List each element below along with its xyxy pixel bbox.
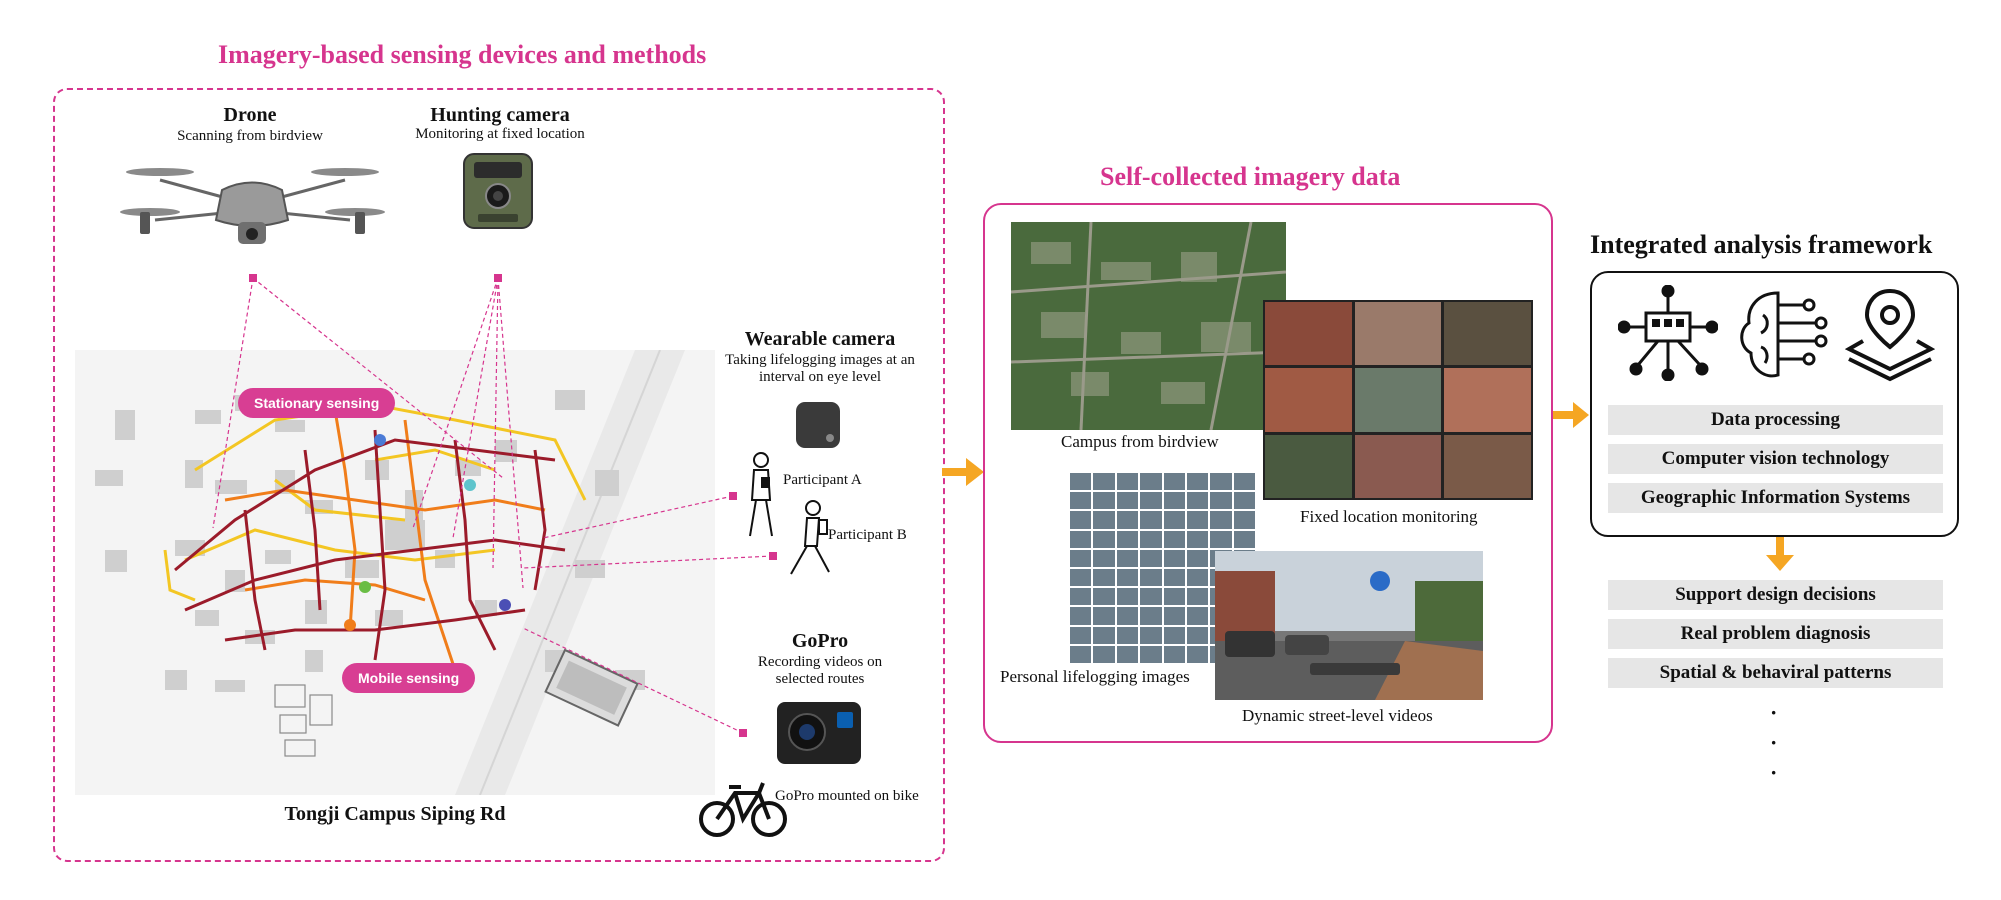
hunting-camera-icon	[462, 152, 534, 235]
wearable-camera-icon	[794, 400, 842, 455]
wearable-camera-title: Wearable camera	[744, 328, 896, 350]
hunting-camera-subtitle: Monitoring at fixed location	[415, 126, 585, 142]
method-data-processing: Data processing	[1608, 405, 1943, 435]
mobile-sensing-label: Mobile sensing	[342, 663, 476, 693]
brain-circuit-icon	[1733, 285, 1828, 390]
flowchart-icon	[1617, 284, 1719, 386]
framework-section-title: Integrated analysis framework	[1590, 230, 1933, 259]
stationary-sensing-label: Stationary sensing	[238, 388, 396, 418]
walking-person-icon	[785, 498, 835, 583]
birdview-image	[1011, 222, 1286, 430]
participant-b-label: Participant B	[828, 527, 907, 543]
map-pin-layers-icon	[1844, 285, 1936, 390]
bicycle-icon	[697, 777, 789, 844]
fixed-monitoring-caption: Fixed location monitoring	[1300, 507, 1478, 526]
gopro-subtitle: Recording videos on selected routes	[757, 654, 883, 687]
flow-arrow-down-icon	[1766, 537, 1794, 571]
participant-a-label: Participant A	[783, 472, 862, 488]
method-gis: Geographic Information Systems	[1608, 483, 1943, 513]
flow-arrow-right-icon	[1553, 402, 1589, 428]
outcome-design-decisions: Support design decisions	[1608, 580, 1943, 610]
flow-arrow-right-icon	[942, 458, 984, 486]
drone-title: Drone	[223, 104, 277, 126]
gopro-icon	[775, 700, 863, 771]
map-caption: Tongji Campus Siping Rd	[284, 803, 506, 825]
outcome-problem-diagnosis: Real problem diagnosis	[1608, 619, 1943, 649]
birdview-caption: Campus from birdview	[1061, 432, 1219, 451]
hunting-camera-title: Hunting camera	[430, 104, 570, 126]
framework-panel	[1590, 271, 1959, 537]
data-section-title: Self-collected imagery data	[1100, 162, 1401, 191]
ellipsis-dot: ·	[1770, 760, 1778, 785]
leader-lines	[212, 274, 777, 737]
walking-person-icon	[744, 450, 778, 545]
outcome-spatial-patterns: Spatial & behaviral patterns	[1608, 658, 1943, 688]
method-computer-vision: Computer vision technology	[1608, 444, 1943, 474]
bike-label: GoPro mounted on bike	[775, 788, 919, 804]
drone-subtitle: Scanning from birdview	[177, 128, 323, 144]
wearable-camera-subtitle: Taking lifelogging images at an interval…	[725, 352, 915, 385]
fixed-monitoring-grid	[1263, 300, 1533, 500]
drone-icon	[120, 150, 385, 265]
ellipsis-dot: ·	[1770, 730, 1778, 755]
ellipsis-dot: ·	[1770, 700, 1778, 725]
gopro-title: GoPro	[791, 630, 849, 652]
street-video-caption: Dynamic street-level videos	[1242, 706, 1433, 725]
imagery-panel	[983, 203, 1553, 743]
lifelog-caption: Personal lifelogging images	[1000, 667, 1190, 686]
street-video-frame	[1215, 551, 1483, 700]
devices-section-title: Imagery-based sensing devices and method…	[218, 40, 707, 69]
